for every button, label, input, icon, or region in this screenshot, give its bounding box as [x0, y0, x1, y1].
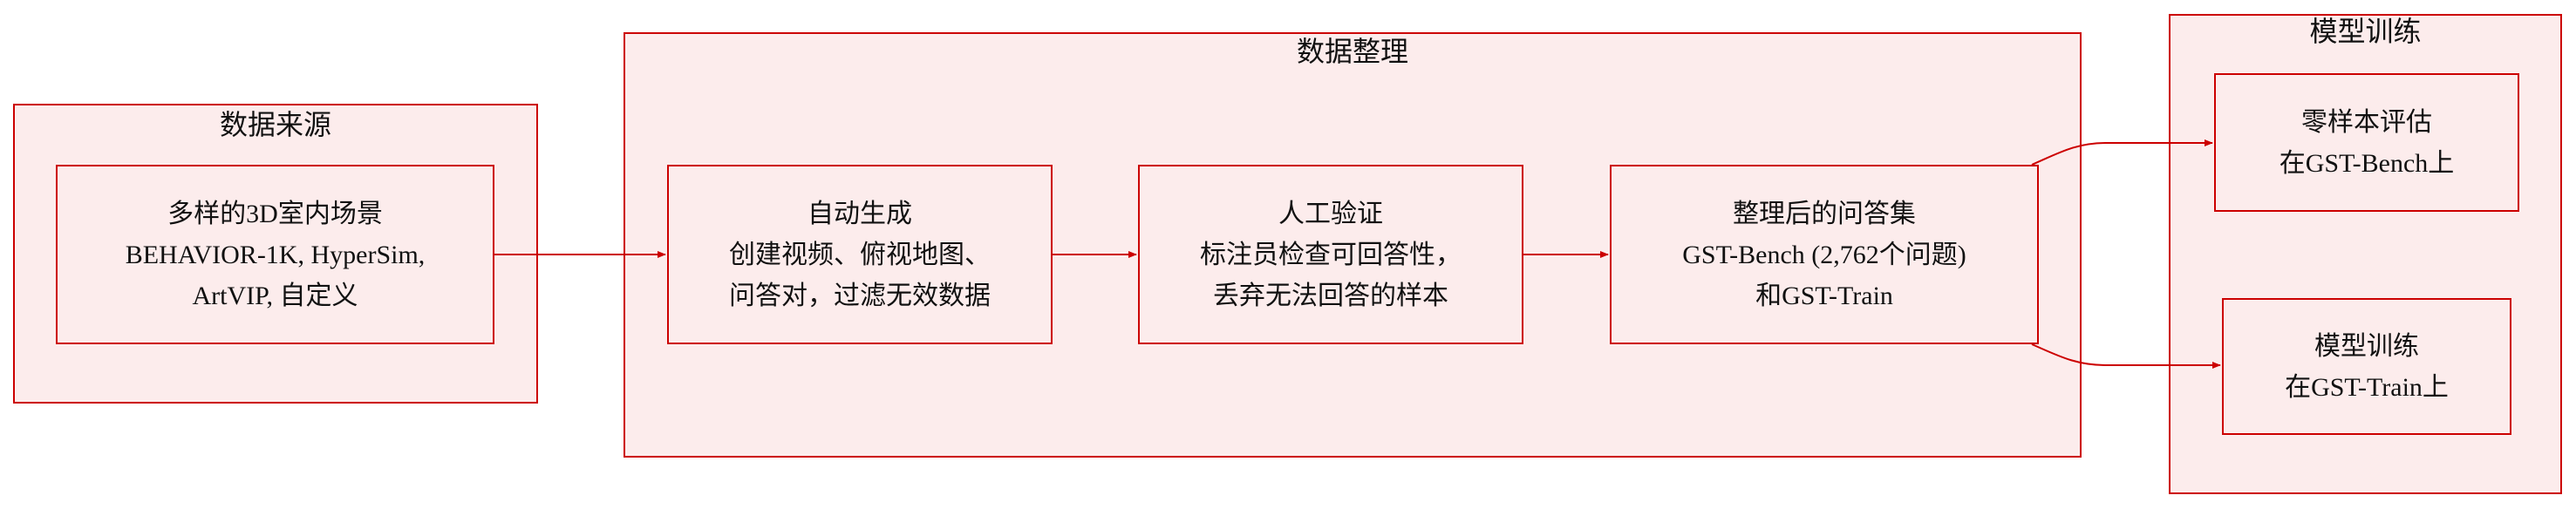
node-line: 整理后的问答集 [1733, 199, 1916, 228]
node-line: 标注员检查可回答性， [1200, 240, 1462, 269]
node-line: 人工验证 [1278, 199, 1383, 228]
node-line: 丢弃无法回答的样本 [1213, 281, 1448, 310]
node-line: 创建视频、俯视地图、 [729, 240, 991, 269]
node-human-verification: 人工验证 标注员检查可回答性， 丢弃无法回答的样本 [1138, 165, 1523, 344]
node-line: 零样本评估 [2301, 107, 2432, 137]
node-line: 在GST-Bench上 [2279, 148, 2455, 178]
node-line: BEHAVIOR-1K, HyperSim, [125, 240, 426, 269]
node-line: 模型训练 [2314, 331, 2419, 361]
node-diverse-scenes: 多样的3D室内场景 BEHAVIOR-1K, HyperSim, ArtVIP,… [56, 165, 494, 344]
cluster-title-model-training: 模型训练 [2309, 16, 2422, 47]
cluster-title-data-curation: 数据整理 [1296, 36, 1408, 67]
node-line: GST-Bench (2,762个问题) [1682, 240, 1966, 269]
node-auto-generation: 自动生成 创建视频、俯视地图、 问答对，过滤无效数据 [667, 165, 1053, 344]
node-line: 和GST-Train [1755, 281, 1893, 310]
cluster-title-data-source: 数据来源 [219, 109, 331, 140]
node-line: 问答对，过滤无效数据 [729, 281, 991, 310]
node-model-train: 模型训练 在GST-Train上 [2222, 298, 2511, 435]
node-line: ArtVIP, 自定义 [192, 281, 358, 310]
node-line: 自动生成 [808, 199, 912, 228]
node-curated-qa: 整理后的问答集 GST-Bench (2,762个问题) 和GST-Train [1610, 165, 2039, 344]
node-line: 在GST-Train上 [2285, 372, 2449, 402]
node-zero-shot-eval: 零样本评估 在GST-Bench上 [2214, 73, 2519, 212]
node-line: 多样的3D室内场景 [167, 199, 383, 228]
